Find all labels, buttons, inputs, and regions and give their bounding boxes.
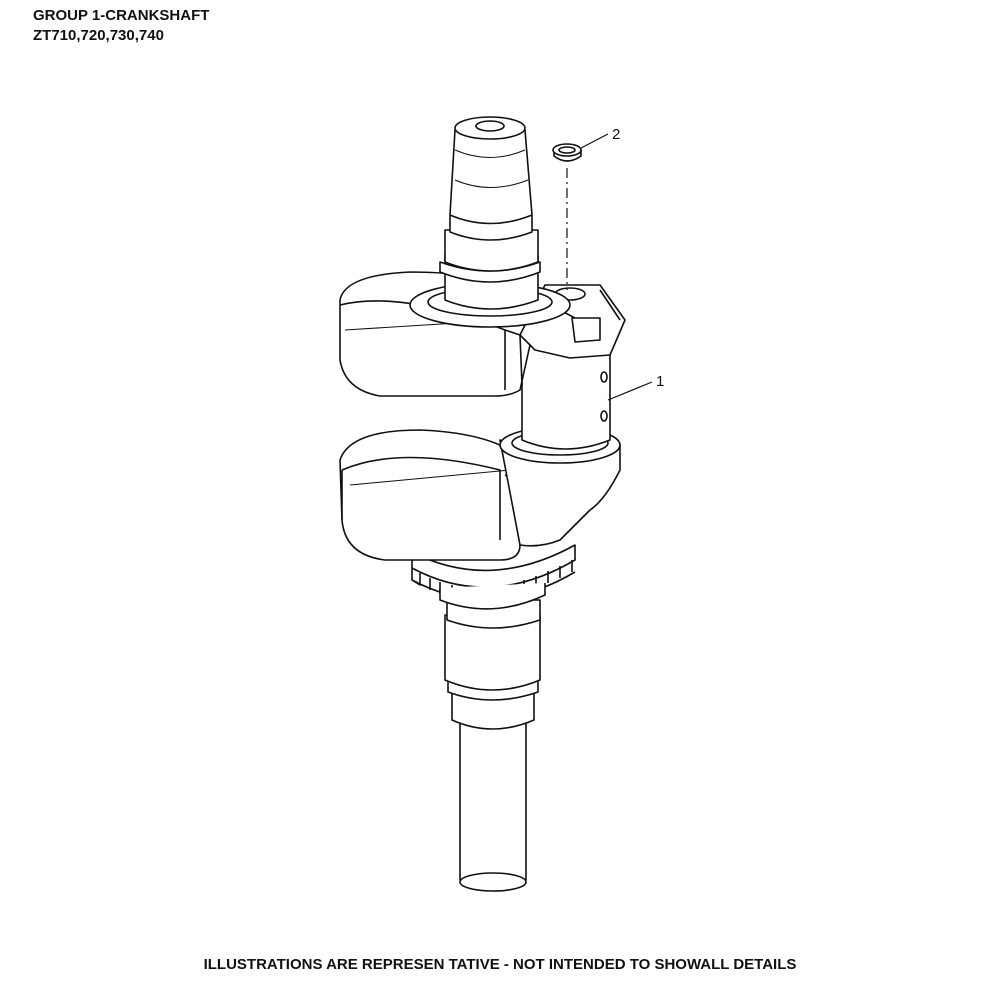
crank-pin bbox=[499, 339, 621, 547]
timing-gear bbox=[411, 544, 576, 610]
callout-part-2: 2 bbox=[612, 126, 620, 143]
output-shaft bbox=[444, 599, 541, 892]
washer-part-2 bbox=[552, 143, 582, 162]
disclaimer-note: ILLUSTRATIONS ARE REPRESEN TATIVE - NOT … bbox=[203, 956, 797, 973]
group-title: GROUP 1-CRANKSHAFT bbox=[33, 7, 210, 24]
leader-line-part-2 bbox=[580, 133, 609, 149]
callout-part-1: 1 bbox=[656, 373, 664, 390]
upper-shaft bbox=[439, 116, 541, 310]
model-list: ZT710,720,730,740 bbox=[33, 27, 164, 44]
lower-counterweight bbox=[339, 429, 521, 561]
diagram-header: GROUP 1-CRANKSHAFT ZT710,720,730,740 bbox=[33, 6, 209, 46]
leader-line-part-1 bbox=[607, 381, 653, 401]
